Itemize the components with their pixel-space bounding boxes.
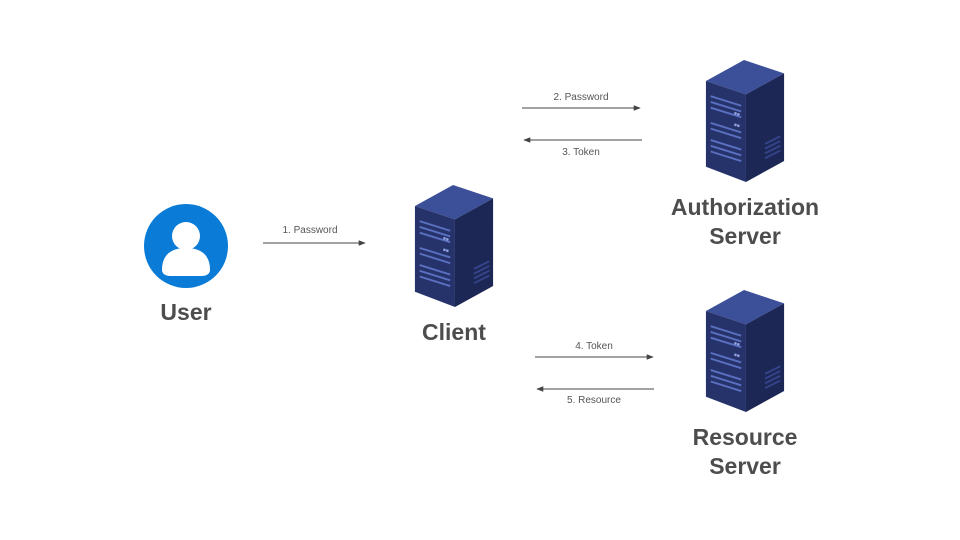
resource-server-label-line2: Server [709, 453, 781, 479]
authorization-server-label-line1: Authorization [670, 194, 820, 220]
edge-label-4: 4. Token [575, 341, 613, 352]
edge-label-3: 3. Token [562, 147, 600, 158]
authorization-server-label: Authorization Server [645, 193, 845, 251]
resource-server-label: Resource Server [645, 423, 845, 481]
resource-server-label-line1: Resource [692, 424, 798, 450]
user-label: User [160, 299, 212, 325]
edge-label-1: 1. Password [282, 225, 338, 236]
edge-label-2: 2. Password [553, 92, 609, 103]
client-label: Client [422, 319, 486, 345]
edge-label-5: 5. Resource [567, 395, 621, 406]
authorization-server-label-line2: Server [709, 223, 781, 249]
user-avatar-icon [144, 204, 228, 288]
